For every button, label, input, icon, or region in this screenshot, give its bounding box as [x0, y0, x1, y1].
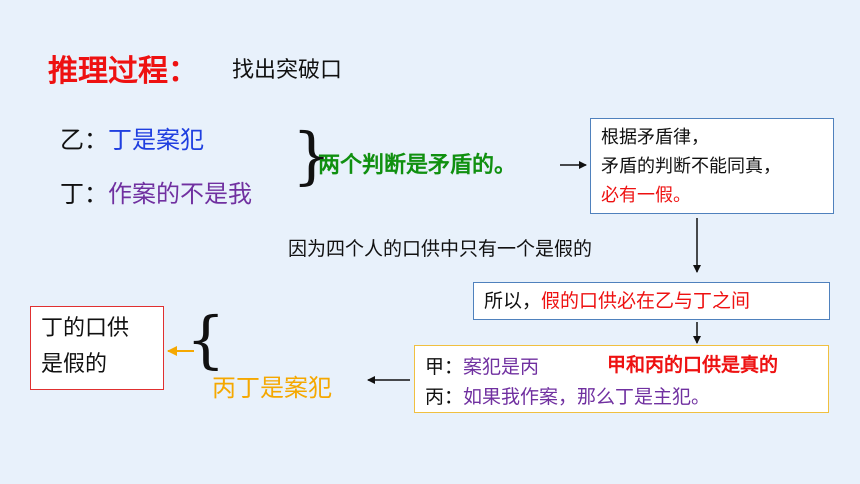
rule-line-1: 根据矛盾律，	[601, 127, 709, 148]
statement-yi-text: 丁是案犯	[108, 126, 204, 154]
conclusion-box: 丁的口供 是假的	[30, 306, 164, 390]
conclusion-line-2: 是假的	[41, 352, 108, 377]
statement-ding: 丁：作案的不是我	[60, 174, 252, 209]
rule-line-3: 必有一假。	[601, 185, 691, 206]
bing-text: 如果我作案，那么丁是主犯。	[463, 386, 711, 408]
premise-text: 因为四个人的口供中只有一个是假的	[288, 238, 593, 260]
speaker-bing: 丙：	[425, 386, 464, 408]
speaker-jia: 甲：	[425, 356, 464, 378]
speaker-yi: 乙：	[60, 126, 108, 154]
speaker-ding: 丁：	[60, 180, 108, 208]
conclusion-line-1: 丁的口供	[41, 316, 130, 341]
middle-prefix: 所以，	[484, 290, 542, 312]
left-brace: {	[186, 303, 226, 376]
jia-bing-box: 甲：案犯是丙 甲和丙的口供是真的 丙：如果我作案，那么丁是主犯。	[414, 345, 829, 413]
statement-ding-text: 作案的不是我	[108, 180, 252, 208]
both-true-text: 甲和丙的口供是真的	[607, 354, 779, 376]
bing-statement: 丙：如果我作案，那么丁是主犯。	[425, 382, 710, 409]
middle-box: 所以，假的口供必在乙与丁之间	[473, 282, 830, 320]
jia-text: 案犯是丙	[463, 356, 540, 378]
rule-line-2: 矛盾的判断不能同真，	[601, 156, 781, 177]
jia-statement: 甲：案犯是丙	[425, 352, 539, 379]
page-subtitle: 找出突破口	[232, 58, 343, 83]
rule-box: 根据矛盾律， 矛盾的判断不能同真， 必有一假。	[590, 118, 834, 214]
middle-text: 假的口供必在乙与丁之间	[541, 290, 751, 312]
culprit-text: 丙丁是案犯	[212, 374, 332, 402]
statement-yi: 乙：丁是案犯	[60, 120, 204, 155]
right-brace: }	[292, 119, 332, 192]
contradiction-text: 两个判断是矛盾的。	[318, 153, 517, 178]
page-title: 推理过程：	[48, 54, 198, 89]
